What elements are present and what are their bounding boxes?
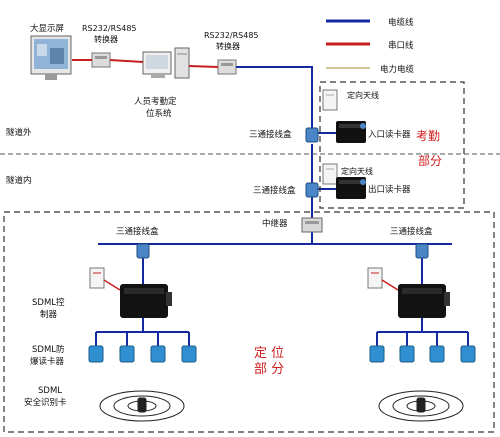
directional-antenna-2-label: 定向天线 xyxy=(341,166,373,176)
big-screen-label: 大显示屏 xyxy=(30,23,65,34)
legend-serial-label: 串口线 xyxy=(388,40,414,51)
sdml-readers-right xyxy=(369,345,476,363)
antenna-right-link xyxy=(381,279,399,291)
legend-power-label: 电力电缆 xyxy=(380,64,415,75)
attendance-zone-label-2: 部分 xyxy=(418,153,442,168)
big-screen-icon xyxy=(30,35,72,80)
converter-left-label-1: RS232/RS485 xyxy=(82,24,137,33)
converter-right-icon xyxy=(217,59,237,75)
sdml-reader-label-1: SDML防 xyxy=(32,344,65,355)
sdml-controller-label-1: SDML控 xyxy=(32,297,65,308)
exit-reader-label: 出口读卡器 xyxy=(368,184,411,195)
positioning-zone-label-2: 部 分 xyxy=(254,362,284,377)
tee-box-1-label: 三通接线盒 xyxy=(249,129,292,140)
sdml-card-label-1: SDML xyxy=(38,386,62,396)
positioning-antenna-right-icon xyxy=(367,267,383,289)
attendance-system-label-1: 人员考勤定 xyxy=(134,96,177,107)
tunnel-outside-label: 隧道外 xyxy=(6,127,32,138)
sdml-reader-icon xyxy=(181,345,197,363)
sdml-reader-icon xyxy=(88,345,104,363)
directional-antenna-1-label: 定向天线 xyxy=(347,90,379,100)
entrance-reader-label: 入口读卡器 xyxy=(368,129,411,140)
tee-box-right-icon xyxy=(415,243,429,259)
sdml-controller-right-icon xyxy=(398,284,450,318)
attendance-zone-box xyxy=(319,81,465,209)
sdml-reader-icon xyxy=(369,345,385,363)
sdml-readers-left xyxy=(88,345,197,363)
tee-box-1-icon xyxy=(305,127,319,143)
converter-right-label-2: 转换器 xyxy=(216,41,240,51)
tee-box-2-icon xyxy=(305,182,319,198)
tee-box-right-label: 三通接线盒 xyxy=(390,226,433,237)
antenna-left-link xyxy=(103,279,121,291)
sdml-reader-label-2: 爆读卡器 xyxy=(30,356,65,367)
sdml-controller-left-icon xyxy=(120,284,172,318)
sdml-card-label-2: 安全识别卡 xyxy=(24,397,67,408)
converter-right-label-1: RS232/RS485 xyxy=(204,31,259,40)
positioning-zone-label-1: 定 位 xyxy=(254,346,284,361)
sdml-reader-icon xyxy=(150,345,166,363)
sdml-reader-icon xyxy=(399,345,415,363)
sdml-reader-icon xyxy=(460,345,476,363)
repeater-icon xyxy=(301,217,323,233)
directional-antenna-1-icon xyxy=(322,89,338,111)
attendance-system-icon xyxy=(142,47,190,79)
sdml-controller-label-2: 制器 xyxy=(40,309,58,320)
sdml-reader-icon xyxy=(429,345,445,363)
tee-box-left-label: 三通接线盒 xyxy=(116,226,159,237)
legend: 电缆线 串口线 电力电缆 xyxy=(326,17,415,75)
entrance-reader-icon xyxy=(336,121,366,143)
tee-box-2-label: 三通接线盒 xyxy=(253,185,296,196)
exit-reader-icon xyxy=(336,177,366,199)
sdml-card-left xyxy=(99,390,185,422)
converter-left-label-2: 转换器 xyxy=(94,34,118,44)
converter-left-icon xyxy=(91,52,111,68)
sdml-card-right xyxy=(378,390,464,422)
positioning-antenna-left-icon xyxy=(89,267,105,289)
legend-cable-label: 电缆线 xyxy=(388,17,414,28)
attendance-system-label-2: 位系统 xyxy=(146,108,172,119)
tee-box-left-icon xyxy=(136,243,150,259)
serial-lines xyxy=(72,59,219,68)
repeater-label: 中继器 xyxy=(262,218,288,229)
tunnel-inside-label: 隧道内 xyxy=(6,175,32,186)
directional-antenna-2-icon xyxy=(322,163,338,185)
sdml-reader-icon xyxy=(119,345,135,363)
attendance-zone-label-1: 考勤 xyxy=(416,129,440,143)
positioning-zone-box xyxy=(3,211,495,433)
